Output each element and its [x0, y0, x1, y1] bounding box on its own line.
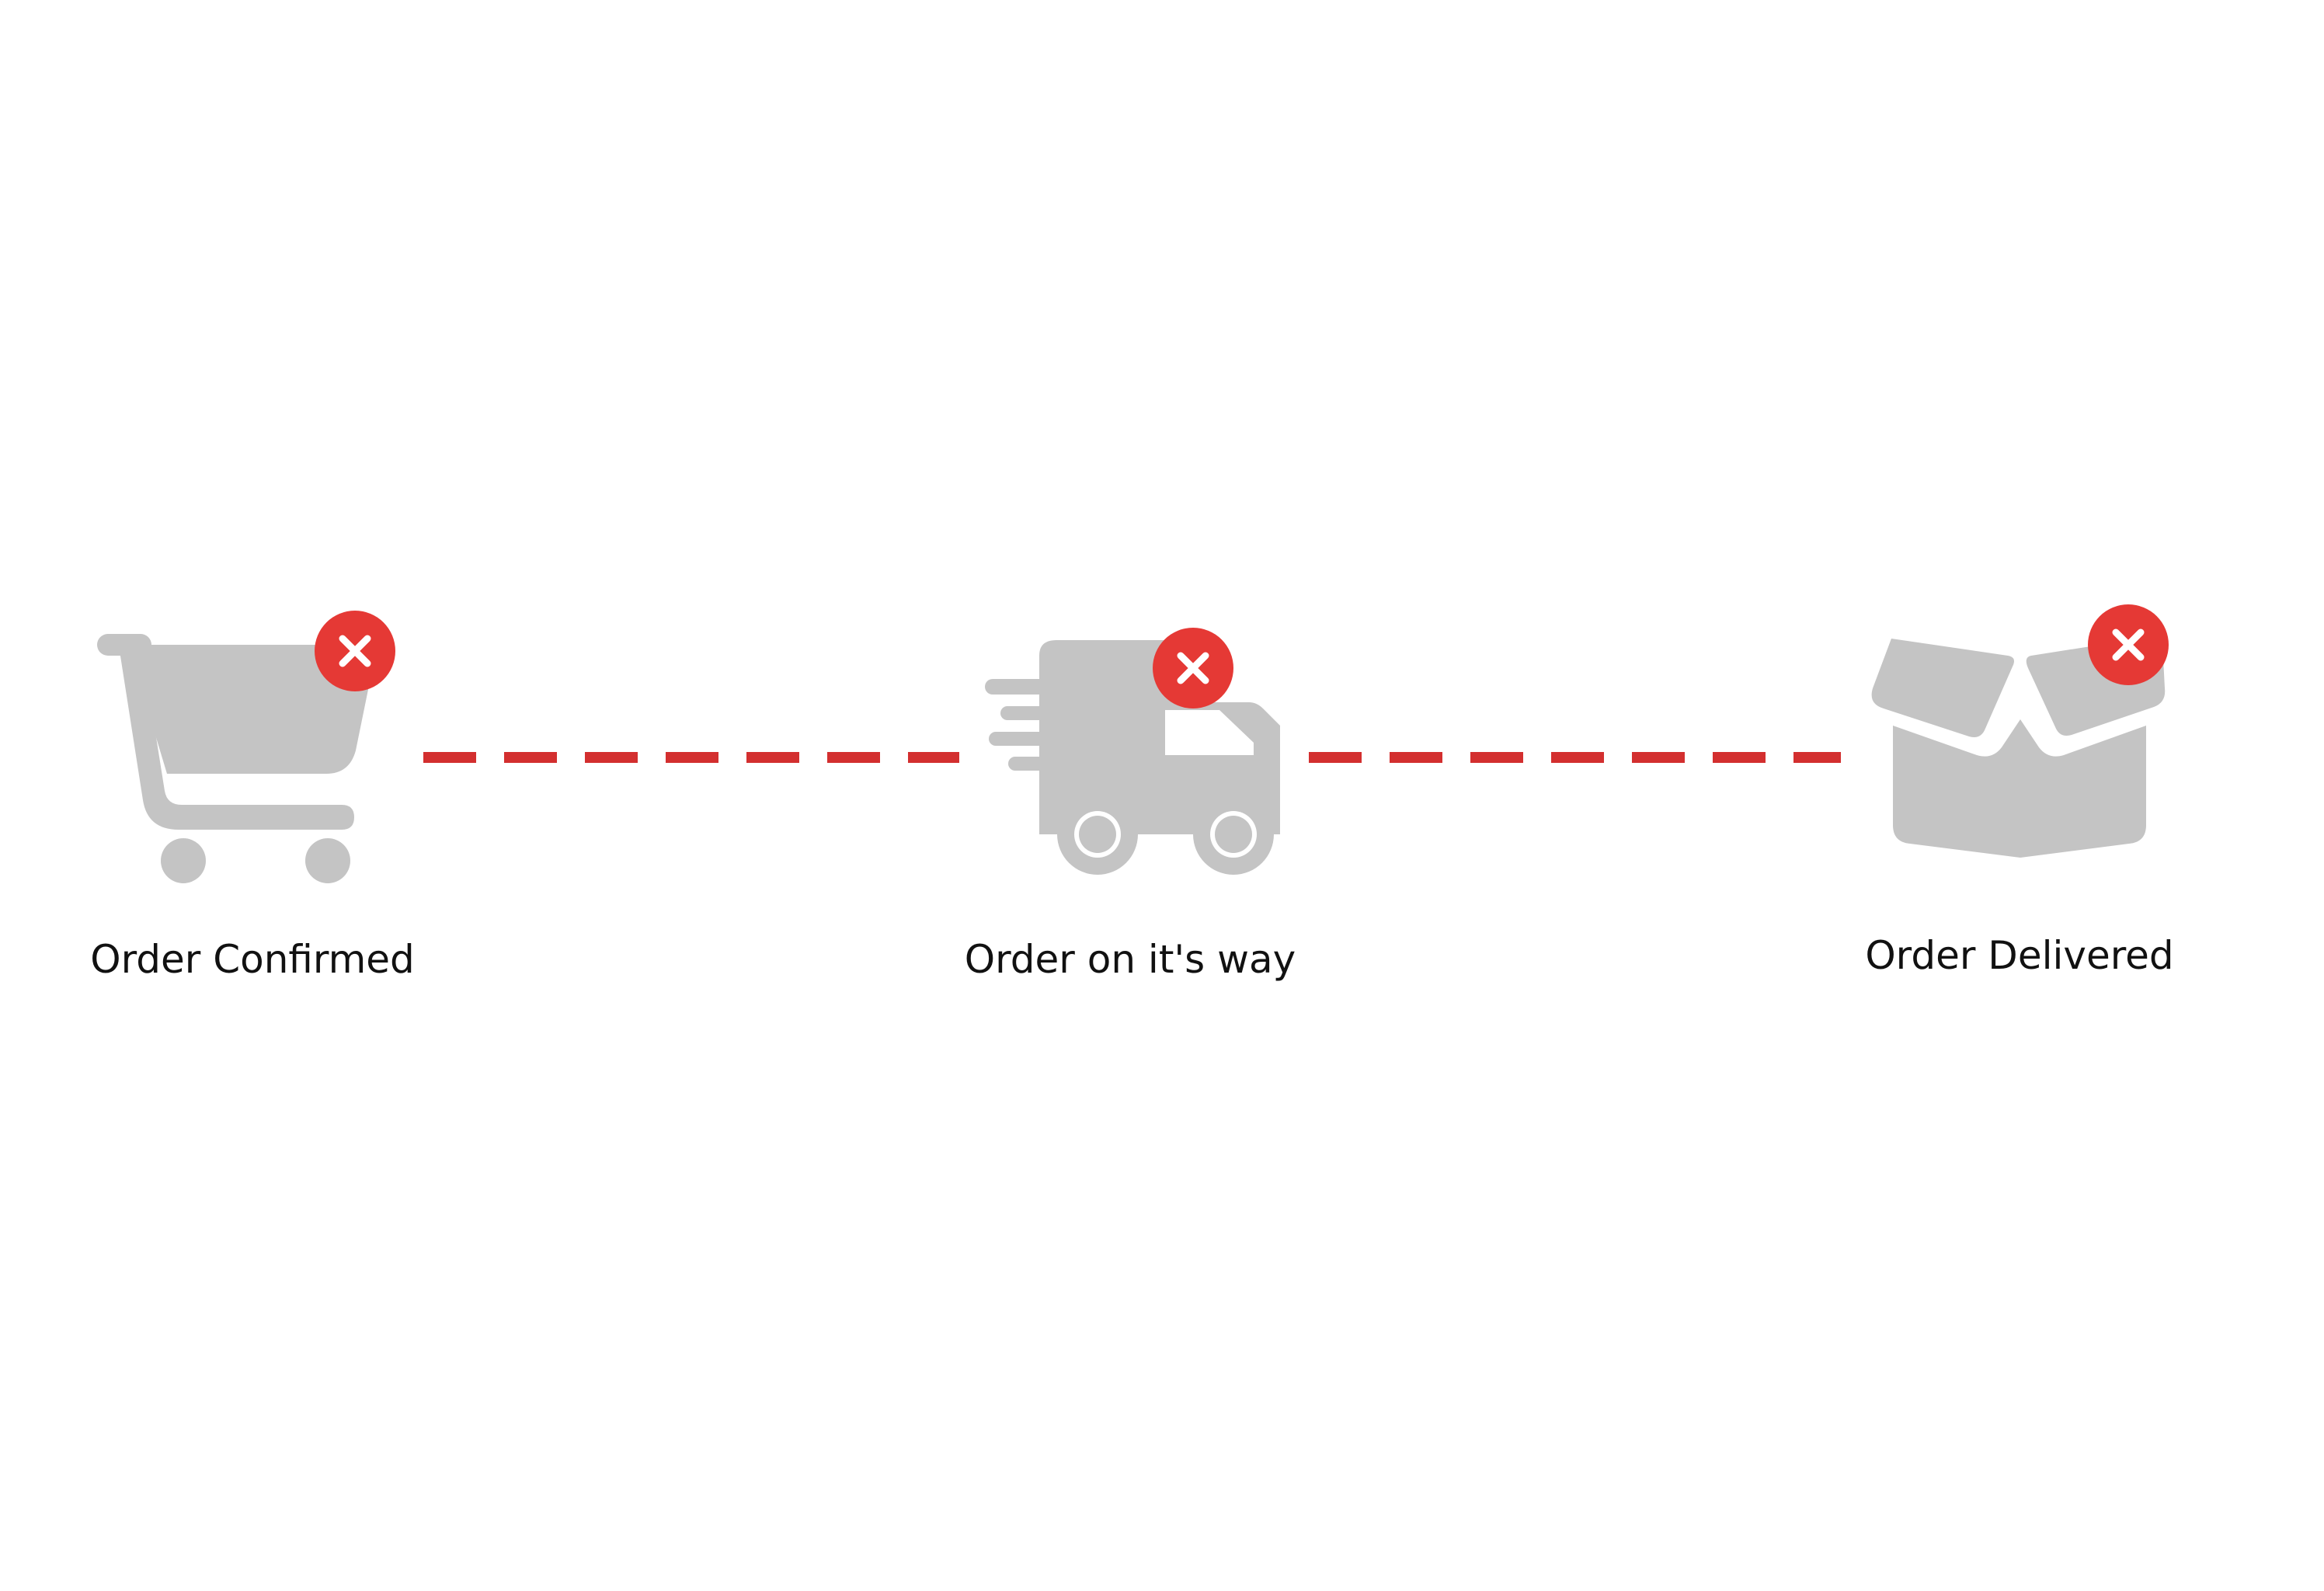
delivery-truck-icon: [985, 640, 1280, 876]
dashed-connector: [423, 752, 959, 763]
close-icon: [1153, 628, 1233, 708]
close-icon: [315, 611, 395, 691]
open-box-icon: [1868, 639, 2171, 858]
step-label: Order Confirmed: [90, 937, 415, 982]
close-icon: [2088, 604, 2169, 685]
shopping-cart-icon: [93, 628, 381, 884]
step-label: Order on it's way: [964, 937, 1296, 982]
dashed-connector: [1309, 752, 1841, 763]
step-label: Order Delivered: [1865, 933, 2174, 978]
